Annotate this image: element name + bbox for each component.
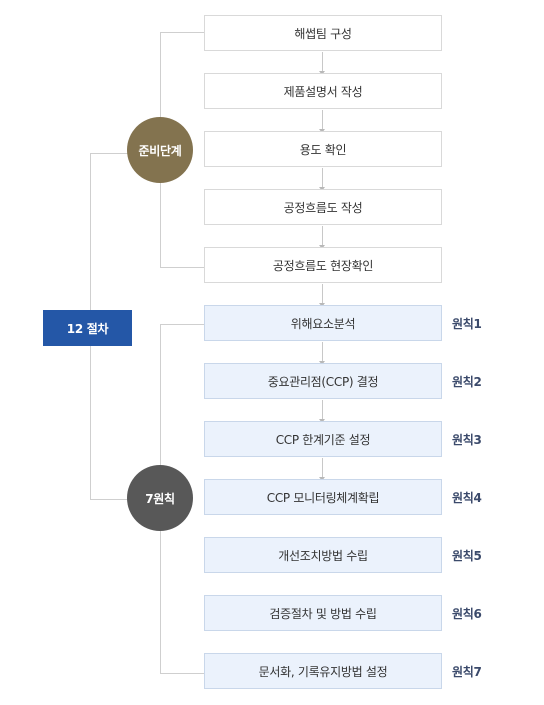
step-box: 용도 확인 bbox=[204, 131, 442, 167]
principle-label: 원칙4 bbox=[452, 490, 482, 505]
seven-principles-node: 7원칙 bbox=[127, 465, 193, 531]
step-label: 제품설명서 작성 bbox=[283, 84, 363, 99]
principle-label: 원칙1 bbox=[452, 316, 482, 331]
step-box: 제품설명서 작성 bbox=[204, 73, 442, 109]
step-box: 검증절차 및 방법 수립 bbox=[204, 595, 442, 631]
principle-label: 원칙6 bbox=[452, 606, 482, 621]
principle-label: 원칙2 bbox=[452, 374, 482, 389]
seven-principles-label: 7원칙 bbox=[145, 491, 175, 506]
step-label: 검증절차 및 방법 수립 bbox=[269, 606, 377, 621]
step-box: 해썹팀 구성 bbox=[204, 15, 442, 51]
flow-arrow bbox=[319, 342, 325, 365]
step-label: 문서화, 기록유지방법 설정 bbox=[258, 664, 388, 679]
root-node: 12 절차 bbox=[43, 310, 132, 346]
principle-label: 원칙7 bbox=[452, 664, 482, 679]
step-box: CCP 모니터링체계확립 bbox=[204, 479, 442, 515]
preparation-stage-node: 준비단계 bbox=[127, 117, 193, 183]
step-label: 공정흐름도 작성 bbox=[283, 200, 363, 215]
flow-arrow bbox=[319, 110, 325, 133]
principle-label: 원칙5 bbox=[452, 548, 482, 563]
flow-arrow bbox=[319, 226, 325, 249]
step-label: 해썹팀 구성 bbox=[294, 26, 352, 41]
step-box: 문서화, 기록유지방법 설정 bbox=[204, 653, 442, 689]
step-label: CCP 모니터링체계확립 bbox=[266, 490, 380, 505]
step-label: CCP 한계기준 설정 bbox=[275, 432, 371, 447]
step-box: 중요관리점(CCP) 결정 bbox=[204, 363, 442, 399]
step-label: 용도 확인 bbox=[299, 142, 347, 157]
step-label: 중요관리점(CCP) 결정 bbox=[267, 374, 379, 389]
step-box: CCP 한계기준 설정 bbox=[204, 421, 442, 457]
preparation-stage-label: 준비단계 bbox=[138, 143, 182, 158]
flow-arrow bbox=[319, 52, 325, 75]
principle-label: 원칙3 bbox=[452, 432, 482, 447]
flow-arrow bbox=[319, 400, 325, 423]
step-label: 위해요소분석 bbox=[290, 316, 356, 331]
flow-arrow bbox=[319, 284, 325, 307]
step-box: 개선조치방법 수립 bbox=[204, 537, 442, 573]
step-box: 공정흐름도 작성 bbox=[204, 189, 442, 225]
step-label: 개선조치방법 수립 bbox=[278, 548, 368, 563]
root-label: 12 절차 bbox=[66, 321, 109, 336]
step-box: 공정흐름도 현장확인 bbox=[204, 247, 442, 283]
flow-arrow bbox=[319, 168, 325, 191]
flow-arrow bbox=[319, 458, 325, 481]
step-label: 공정흐름도 현장확인 bbox=[272, 258, 374, 273]
step-box: 위해요소분석 bbox=[204, 305, 442, 341]
